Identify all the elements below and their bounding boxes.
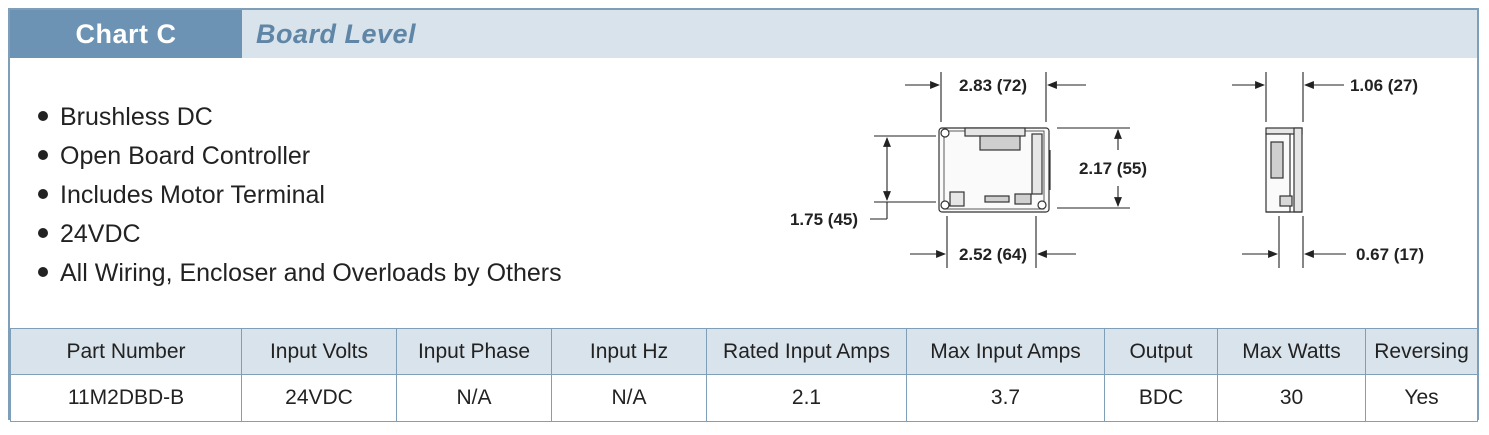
feature-item: 24VDC [38,215,562,254]
side-dimension-lines [1232,72,1346,268]
bullet-icon [38,189,48,200]
bullet-icon [38,111,48,122]
feature-item: Includes Motor Terminal [38,176,562,215]
cell-max-watts: 30 [1217,374,1366,422]
chart-subtitle: Board Level [242,10,1477,58]
bullet-icon [38,228,48,239]
col-header-max-input-amps: Max Input Amps [906,328,1105,375]
cell-input-phase: N/A [396,374,552,422]
col-header-reversing: Reversing [1365,328,1478,375]
chart-label: Chart C [10,10,242,58]
dim-height-left: 1.75 (45) [790,210,858,229]
col-header-max-watts: Max Watts [1217,328,1366,375]
dim-side-depth-bottom: 0.67 (17) [1356,245,1424,264]
feature-item: All Wiring, Encloser and Overloads by Ot… [38,254,562,293]
table-row: 11M2DBD-B 24VDC N/A N/A 2.1 3.7 BDC 30 Y… [10,374,1478,422]
cell-max-input-amps: 3.7 [906,374,1105,422]
cell-part-number: 11M2DBD-B [10,374,242,422]
front-dimension-lines [870,72,1130,268]
board-side-view [1265,127,1303,213]
feature-list: Brushless DC Open Board Controller Inclu… [38,98,562,293]
table-header-row: Part Number Input Volts Input Phase Inpu… [10,328,1478,375]
dim-height-right: 2.17 (55) [1079,159,1147,178]
panel-header: Chart C Board Level [10,10,1477,58]
dim-bottom-width: 2.52 (64) [959,245,1027,264]
spec-table: Part Number Input Volts Input Phase Inpu… [10,328,1478,422]
feature-item: Brushless DC [38,98,562,137]
col-header-rated-input-amps: Rated Input Amps [706,328,907,375]
board-front-view [938,127,1051,213]
cell-input-volts: 24VDC [241,374,397,422]
cell-reversing: Yes [1365,374,1478,422]
dim-side-depth-top: 1.06 (27) [1350,76,1418,95]
dimension-drawing: 2.83 (72) 2.17 (55) 1.75 (45) 2.52 (64) … [790,72,1424,268]
cell-output: BDC [1104,374,1218,422]
feature-item: Open Board Controller [38,137,562,176]
chart-c-panel: Chart C Board Level Brushless DC Open Bo… [8,8,1479,422]
bullet-icon [38,150,48,161]
col-header-output: Output [1104,328,1218,375]
col-header-input-hz: Input Hz [551,328,707,375]
col-header-input-phase: Input Phase [396,328,552,375]
cell-rated-input-amps: 2.1 [706,374,907,422]
dim-top-width: 2.83 (72) [959,76,1027,95]
bullet-icon [38,267,48,278]
col-header-input-volts: Input Volts [241,328,397,375]
cell-input-hz: N/A [551,374,707,422]
col-header-part-number: Part Number [10,328,242,375]
